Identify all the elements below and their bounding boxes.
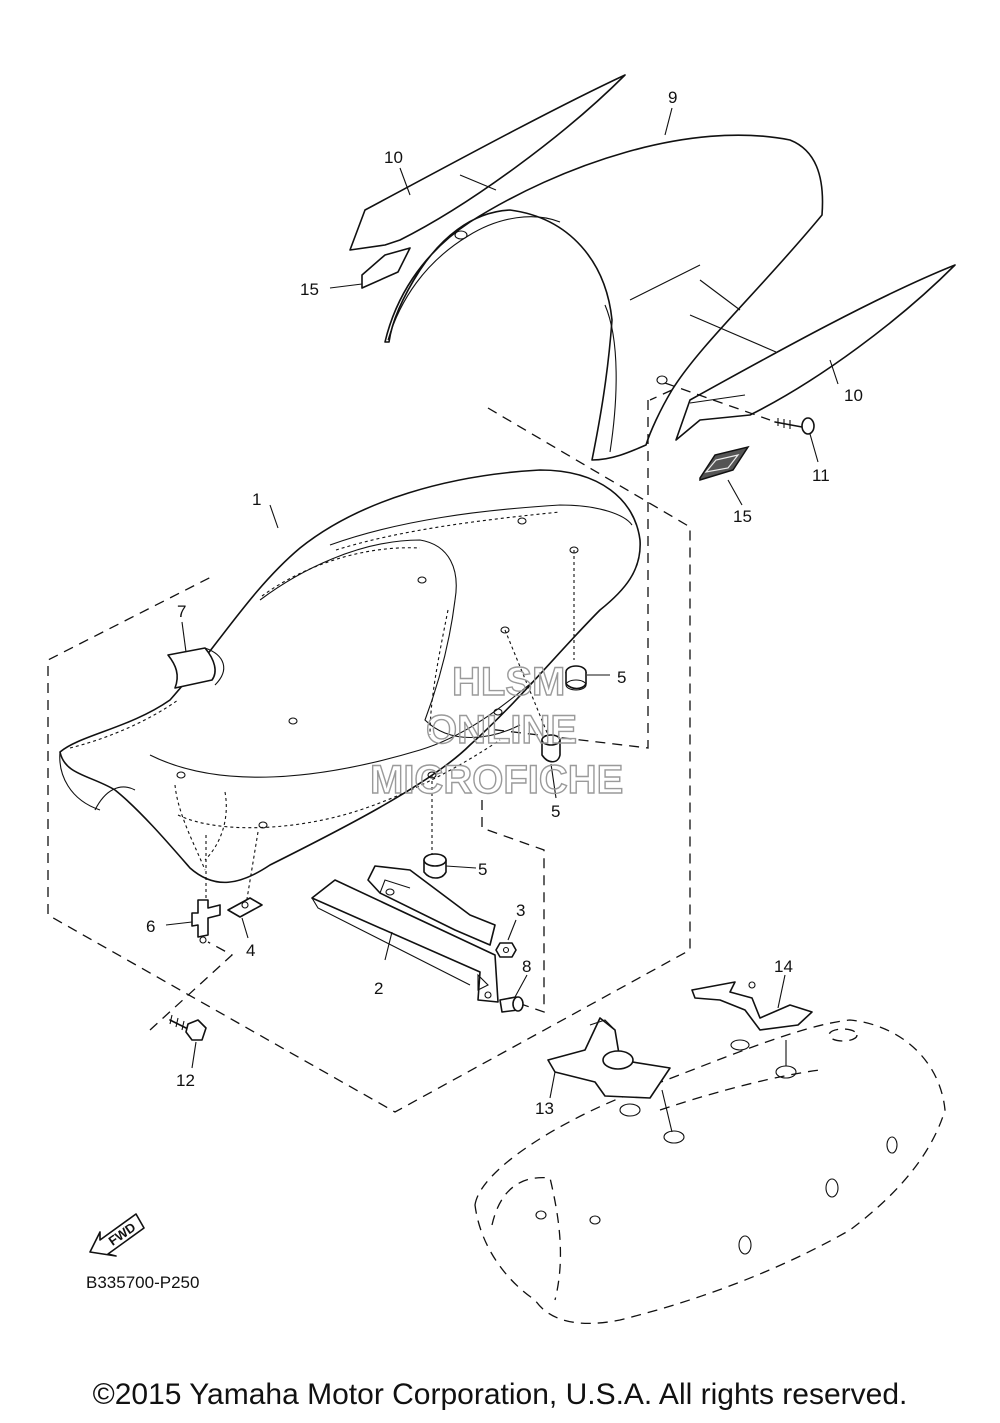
watermark-line-2: ONLINE: [426, 708, 577, 752]
callout-11: 11: [812, 466, 830, 485]
emblem-right: [699, 445, 750, 482]
forward-arrow-icon: FWD: [89, 1213, 145, 1257]
assembly-line-bracket: [481, 800, 545, 1013]
damper-5-upper: [565, 665, 587, 691]
clip-4: [227, 897, 263, 918]
double-seat: [59, 469, 641, 884]
seat-hook-6: [191, 899, 221, 944]
leader-lines: [165, 107, 839, 1099]
caution-label-7: [167, 647, 225, 689]
screw-11: [774, 417, 815, 435]
seat-bracket-2: [311, 865, 499, 1003]
bracket-14: [691, 981, 813, 1031]
rear-fender: [474, 1019, 946, 1325]
assembly-line-hooks: [205, 831, 259, 910]
emblem-left: [361, 247, 411, 289]
callout-8: 8: [522, 957, 531, 976]
callout-4: 4: [246, 941, 255, 960]
assembly-line-bolt: [149, 941, 234, 1031]
watermark-line-1: HLSM: [452, 660, 565, 704]
watermark: HLSM ONLINE MICROFICHE: [369, 659, 624, 802]
side-decal-left: [349, 74, 626, 251]
side-decal-right: [675, 264, 956, 441]
damper-5-middle: [541, 734, 561, 763]
callout-1: 1: [252, 490, 261, 509]
callout-5-middle: 5: [551, 802, 560, 821]
callout-numbers: 1 2 3 4 5 5 5 6 7 8 9 10 10 11 12 13 14 …: [146, 88, 863, 1118]
callout-10-left: 10: [384, 148, 403, 167]
callout-15-left: 15: [300, 280, 319, 299]
callout-12: 12: [176, 1071, 195, 1090]
assembly-line-cowl: [479, 382, 771, 749]
rear-seat-cowl: [384, 134, 824, 461]
copyright-notice: ©2015 Yamaha Motor Corporation, U.S.A. A…: [92, 1378, 908, 1411]
callout-9: 9: [668, 88, 677, 107]
callout-6: 6: [146, 917, 155, 936]
callout-15-right: 15: [733, 507, 752, 526]
seat-assembly-frame: [47, 407, 691, 1113]
watermark-line-3: MICROFICHE: [370, 758, 623, 802]
callout-2: 2: [374, 979, 383, 998]
callout-5-lower: 5: [478, 860, 487, 879]
callout-14: 14: [774, 957, 793, 976]
callout-5-upper: 5: [617, 668, 626, 687]
callout-7: 7: [177, 602, 186, 621]
figure-code: B335700-P250: [86, 1273, 199, 1292]
callout-3: 3: [516, 901, 525, 920]
bracket-13: [547, 1017, 671, 1099]
bolt-12: [169, 1014, 207, 1041]
nut-3: [495, 942, 517, 958]
callout-13: 13: [535, 1099, 554, 1118]
collar-8: [499, 996, 524, 1013]
damper-5-lower: [423, 853, 447, 879]
callout-10-right: 10: [844, 386, 863, 405]
